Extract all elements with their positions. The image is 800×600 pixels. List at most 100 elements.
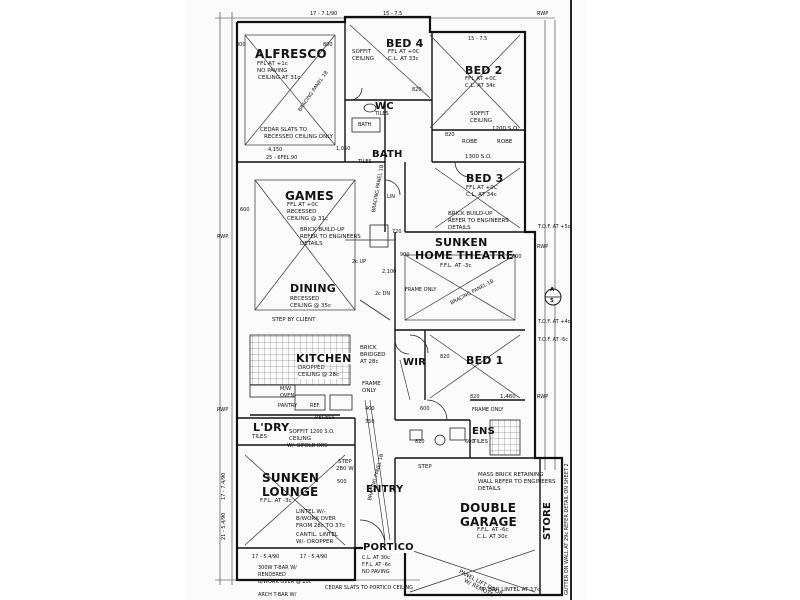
note-tiles-bath: TILES (358, 159, 372, 165)
note-kitchen-dropped-1: DROPPED (298, 365, 325, 372)
note-ldry-soffit: SOFFIT (289, 429, 309, 435)
fixtures (345, 87, 521, 546)
dim-1200: 1200 S.O. (310, 429, 335, 435)
room-portico: PORTICO (363, 542, 414, 553)
note-bed1-dim: 1,460 (500, 394, 516, 400)
note-tof-2: T.O.F. AT -6c (538, 337, 569, 343)
note-mass-brick-3: DETAILS (478, 486, 501, 492)
note-rwp-3: RWP (537, 11, 549, 17)
note-recess: RECESS (315, 415, 335, 421)
note-frame-only-3: FRAME ONLY (472, 407, 504, 413)
note-alfresco-cedar-1: CEDAR SLATS TO (260, 127, 308, 133)
dim-600-b: 600 (512, 254, 522, 260)
dim-400: 400 (365, 406, 375, 412)
note-gutter: GUTTER ON WALL AT 29c REFER DETAIL ON SH… (564, 463, 570, 595)
note-bed4-cl: C.L. AT 33c (388, 56, 419, 62)
dim-15-75: 15 - 7.5 (383, 11, 403, 17)
note-lintel-2: B/WORK OVER (296, 516, 336, 522)
note-portico-cl: C.L. AT 30c (362, 555, 390, 561)
note-kitchen-dropped-2: CEILING @ 28c (298, 372, 340, 379)
note-alfresco-paving: NO PAVING (257, 68, 288, 74)
note-step-by-client: STEP BY CLIENT (272, 317, 316, 323)
room-bed2: BED 2 (465, 64, 503, 77)
note-bed2-sd: 1200 S.O. (492, 126, 519, 132)
dim-820-a: 820 (412, 87, 422, 93)
note-theatre-ffl: F.F.L. AT -3c (440, 263, 472, 269)
note-mass-brick-1: MASS BRICK RETAINING (478, 472, 544, 478)
note-ldry-tiles: TILES (252, 434, 268, 440)
note-tbar-lintel-2: RENDERED (258, 572, 286, 578)
note-rwp-1: RWP (217, 234, 229, 240)
room-bed1: BED 1 (466, 354, 504, 367)
note-alfresco-ceiling: CEILING AT 31c (258, 75, 301, 81)
note-step-2: 280 W (336, 466, 354, 472)
room-ens: ENS (472, 426, 496, 437)
note-step-dn: 2c DN (375, 291, 391, 297)
room-double-garage-line2: GARAGE (460, 515, 517, 529)
note-bed3-brick-3: DETAILS (448, 225, 471, 231)
room-wir: WIR (403, 357, 427, 368)
note-garage-ffl: F.F.L. AT -6c (477, 527, 509, 533)
note-ref: REF. (310, 403, 321, 409)
note-alfresco-ffl: FFL AT +1c (257, 61, 288, 67)
note-dining-recessed-1: RECESSED (290, 296, 320, 302)
dim-17-5b: 17 - 5.4/90 (300, 554, 328, 560)
note-tiles-wc: TILES (375, 111, 389, 117)
note-alfresco-cedar-2: RECESSED CEILING ONLY (264, 134, 333, 140)
note-cantil-2: W/- DROPPER (296, 539, 334, 545)
note-mass-brick-2: WALL REFER TO ENGINEERS (478, 479, 556, 485)
note-bed3-cl: C.L. AT 34c (466, 192, 497, 198)
note-games-recessed-2: CEILING @ 31c (287, 216, 329, 222)
note-step-up: 2c UP (352, 259, 367, 265)
note-lounge-ffl: F.F.L. AT -3c (260, 498, 292, 504)
room-games: GAMES (285, 189, 334, 203)
note-sd-1300: 1300 S.O. (465, 154, 492, 160)
note-tbar-lintel-3: B/WORK OVER @ 25c (258, 579, 312, 585)
note-portico-paving: NO PAVING (362, 569, 390, 575)
note-frame-only-1: FRAME (362, 381, 381, 387)
dim-800-a: 800 (236, 42, 246, 48)
dim-1050: 1,050 (336, 146, 351, 152)
note-t-bar-lintel: 'T' BAR LINTEL AT 17c (480, 587, 541, 593)
dim-17-7: 17 - 7.1/90 (310, 11, 338, 17)
dim-600-d: 600 (465, 439, 475, 445)
note-robe-2: ROBE (497, 139, 513, 145)
note-bed4-ffl: FFL AT +0C (388, 49, 420, 55)
dim-600-a: 600 (240, 207, 250, 213)
note-mw: M/W (280, 386, 291, 392)
note-bed3-ffl: FFL AT +0C (466, 185, 498, 191)
sheet-edge (570, 0, 572, 600)
note-games-brick-3: DETAILS (300, 241, 323, 247)
room-sunken-theatre-line2: HOME THEATRE (415, 249, 514, 262)
note-games-ffl: FFL AT +0C (287, 202, 319, 208)
section-marker (544, 288, 562, 306)
note-bath-small: BATH (358, 122, 372, 128)
dim-17-7a: 17 - 7.4/90 (221, 472, 227, 500)
note-bed3-brick-1: BRICK BUILD-UP (448, 211, 493, 217)
note-games-recessed-1: RECESSED (287, 209, 317, 215)
note-oven: OVEN (280, 393, 295, 399)
room-sunken-theatre-line1: SUNKEN (435, 236, 488, 249)
note-bed4-soffit-2: CEILING (352, 56, 374, 62)
dim-820-d: 820 (415, 439, 425, 445)
room-kitchen: KITCHEN (296, 352, 352, 365)
note-bed2-soffit-2: CEILING (470, 118, 492, 124)
room-bed4: BED 4 (386, 37, 424, 50)
room-sunken-lounge-line2: LOUNGE (262, 485, 319, 499)
hatched-walls (364, 359, 411, 541)
dim-350: 350 (365, 419, 375, 425)
note-brick-bridged-2: BRIDGED (360, 352, 386, 358)
note-lintel-3: FROM 28c TO 37c (296, 523, 346, 529)
room-dining: DINING (290, 282, 336, 295)
note-ens-tiles: TILES (473, 439, 489, 445)
note-games-brick-1: BRICK BUILD-UP (300, 227, 345, 233)
dim-4150: 4,150 (268, 147, 283, 153)
note-w-bifold: W/- BIFOLD DRS (287, 443, 328, 449)
section-number: 5 (550, 298, 554, 304)
dim-800-b: 800 (323, 42, 333, 48)
dim-900: 900 (400, 252, 410, 258)
dim-820-e: 820 (440, 354, 450, 360)
note-ldry-ceiling: CEILING (289, 436, 311, 442)
note-bed2-soffit-1: SOFFIT (470, 111, 490, 117)
